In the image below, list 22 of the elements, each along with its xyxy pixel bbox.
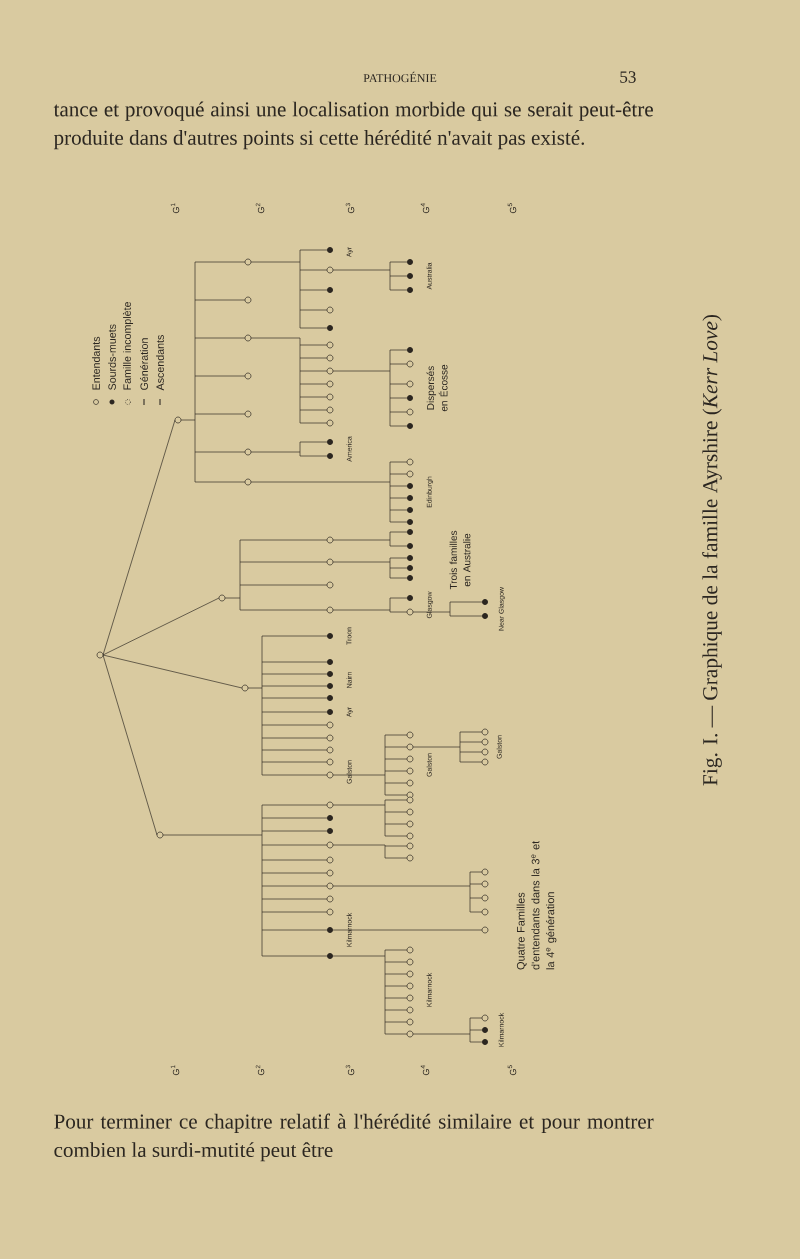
generation-label: G$^{5}$ bbox=[507, 1065, 517, 1076]
figure-caption: Fig. I. — Graphique de la famille Ayrshire (Kerr Love) bbox=[702, 314, 722, 786]
generation-label: G$^{3}$ bbox=[345, 203, 355, 214]
body-paragraph: tance et provoqué ainsi une localisation morbide qui se serait peut-être produite dans d'autres points si cette hérédité n'avait pas existé. bbox=[53, 101, 653, 150]
generation-label: G$^{2}$ bbox=[255, 203, 265, 214]
legend-label: Génération bbox=[140, 338, 148, 390]
generation-label: G$^{2}$ bbox=[255, 1065, 265, 1076]
body-paragraph: Pour terminer ce chapitre relatif à l'hérédité similaire et pour montrer combien la surdi-mutité peut être bbox=[54, 1113, 654, 1162]
running-head: PATHOGÉNIE bbox=[363, 71, 437, 83]
generation-label: G$^{5}$ bbox=[507, 203, 517, 214]
legend-label: Famille incomplète bbox=[122, 302, 134, 390]
place-label: Dispersés en Écosse bbox=[426, 364, 448, 412]
generation-label: G$^{3}$ bbox=[345, 1065, 355, 1076]
generation-label: G$^{4}$ bbox=[420, 203, 430, 214]
page-number: 53 bbox=[620, 71, 636, 83]
legend-label: Entendants bbox=[92, 336, 100, 390]
generation-label: G$^{1}$ bbox=[170, 1065, 180, 1076]
generation-label: G$^{4}$ bbox=[420, 1065, 430, 1076]
legend-label: Sourds-muets bbox=[108, 324, 116, 390]
place-label: Trois familles en Australie bbox=[449, 530, 471, 590]
generation-label: G$^{1}$ bbox=[170, 203, 180, 214]
legend-label: Ascendants bbox=[156, 335, 164, 391]
